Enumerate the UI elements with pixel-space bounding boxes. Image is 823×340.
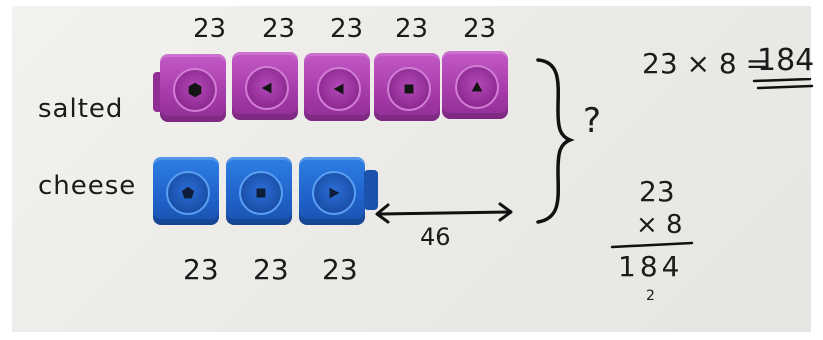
working-rule xyxy=(610,240,695,250)
triangle-left-icon xyxy=(330,80,348,98)
blue-cube-3 xyxy=(299,157,365,225)
photo-border-bottom xyxy=(0,332,823,340)
square-icon xyxy=(400,80,418,98)
working-product: 184 xyxy=(618,253,683,281)
blue-cube-value-3: 23 xyxy=(322,256,358,284)
cube-hole xyxy=(317,67,361,111)
cube-hole xyxy=(166,171,210,215)
triangle-left-icon xyxy=(258,79,276,97)
hexagon-icon xyxy=(186,81,204,99)
triangle-up-icon xyxy=(468,78,486,96)
working-multiplicand: 23 xyxy=(639,178,675,206)
pink-cube-4 xyxy=(374,53,440,121)
pink-cube-value-2: 23 xyxy=(262,16,295,42)
pink-cube-value-4: 23 xyxy=(395,16,428,42)
cube-hole xyxy=(387,67,431,111)
working-carry: 2 xyxy=(646,289,655,303)
square-icon xyxy=(252,184,270,202)
question-mark: ? xyxy=(583,104,601,138)
salted-label: salted xyxy=(38,96,123,122)
pink-cube-2 xyxy=(232,52,298,120)
photo-border-left xyxy=(0,0,12,340)
working-multiplier: × 8 xyxy=(636,212,683,238)
triangle-right-icon xyxy=(325,184,343,202)
blue-cube-2 xyxy=(226,157,292,225)
equation-lhs: 23 × 8 = xyxy=(642,50,769,78)
cube-hole xyxy=(245,66,289,110)
photo-border-top xyxy=(0,0,823,6)
answer-double-underline xyxy=(752,78,814,92)
pink-cube-value-1: 23 xyxy=(193,16,226,42)
cheese-label: cheese xyxy=(38,173,136,199)
cube-hole xyxy=(312,171,356,215)
equation-answer: 184 xyxy=(757,46,814,76)
pink-cube-5 xyxy=(442,51,508,119)
curly-brace xyxy=(528,56,578,226)
pink-cube-value-3: 23 xyxy=(330,16,363,42)
pentagon-icon xyxy=(179,184,197,202)
cube-hole xyxy=(239,171,283,215)
pink-cube-value-5: 23 xyxy=(463,16,496,42)
blue-cube-value-2: 23 xyxy=(253,256,289,284)
cube-hole xyxy=(455,65,499,109)
pink-cube-1 xyxy=(160,54,226,122)
blue-cube-1 xyxy=(153,157,219,225)
difference-label: 46 xyxy=(420,225,451,249)
pink-cube-3 xyxy=(304,53,370,121)
cube-hole xyxy=(173,68,217,112)
blue-cube-value-1: 23 xyxy=(183,256,219,284)
